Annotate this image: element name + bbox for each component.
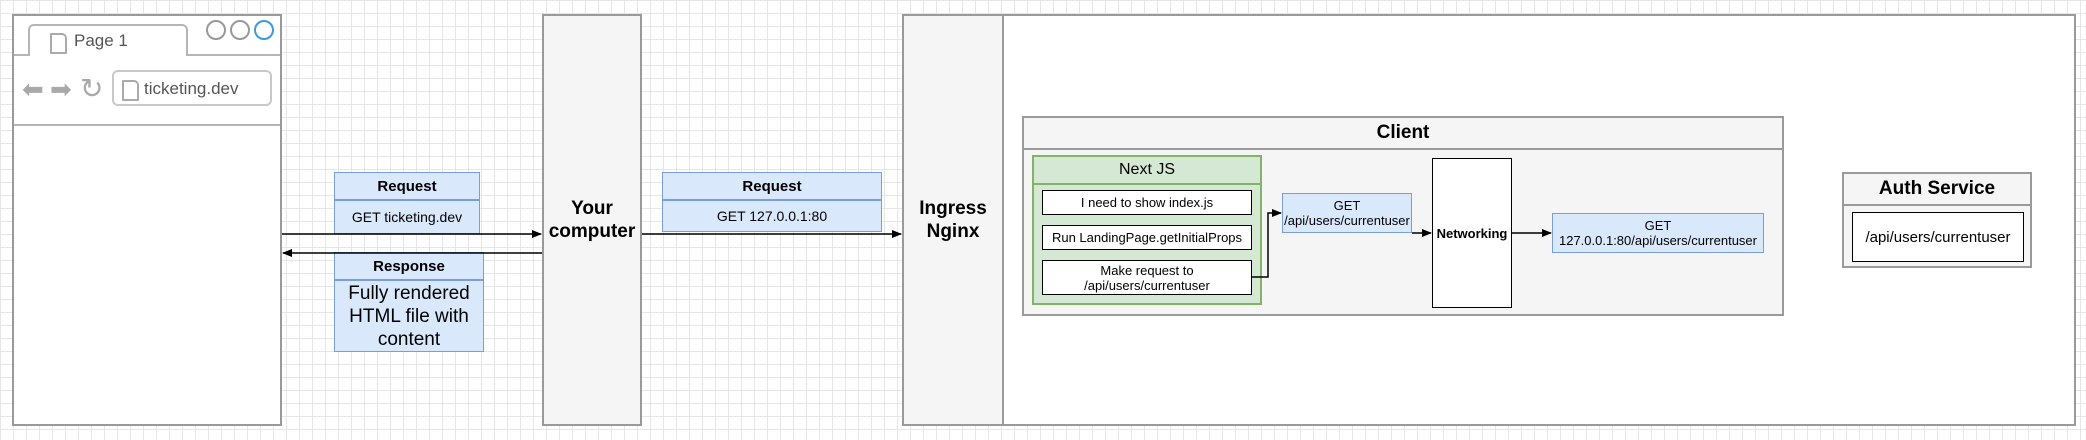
get-full-url-label: GET 127.0.0.1:80/api/users/currentuser: [1552, 213, 1764, 253]
toolbar-divider: [14, 124, 280, 126]
auth-service-title: Auth Service: [1842, 172, 2032, 206]
address-text: ticketing.dev: [144, 79, 239, 98]
ingress-nginx-column: Ingress Nginx: [902, 14, 1004, 426]
get-currentuser-label: GET /api/users/currentuser: [1282, 193, 1412, 233]
request-title: Request: [662, 172, 882, 200]
page-icon: [122, 80, 139, 101]
page-icon: [50, 33, 67, 54]
nextjs-step: I need to show index.js: [1042, 190, 1252, 215]
auth-route: /api/users/currentuser: [1852, 212, 2024, 262]
your-computer-column: Your computer: [542, 14, 642, 426]
address-bar[interactable]: ticketing.dev: [112, 70, 272, 106]
response-body: Fully rendered HTML file with content: [334, 280, 484, 352]
window-button-icon[interactable]: [206, 20, 226, 40]
window-button-icon[interactable]: [230, 20, 250, 40]
request-body: GET ticketing.dev: [334, 200, 480, 234]
request-body: GET 127.0.0.1:80: [662, 200, 882, 232]
nextjs-title: Next JS: [1032, 155, 1262, 185]
nextjs-step: Make request to /api/users/currentuser: [1042, 260, 1252, 295]
networking-box: Networking: [1432, 158, 1512, 308]
reload-icon[interactable]: ↻: [80, 73, 104, 104]
back-arrow-icon[interactable]: ⬅: [22, 74, 44, 104]
request-title: Request: [334, 172, 480, 200]
nextjs-step: Run LandingPage.getInitialProps: [1042, 225, 1252, 250]
response-title: Response: [334, 252, 484, 280]
tab-label: Page 1: [74, 31, 128, 50]
client-title: Client: [1022, 116, 1784, 150]
arrow-request-to-get: [1252, 209, 1282, 278]
browser-tab[interactable]: Page 1: [28, 24, 188, 56]
forward-arrow-icon[interactable]: ➡: [50, 74, 72, 104]
window-button-icon[interactable]: [254, 20, 274, 40]
